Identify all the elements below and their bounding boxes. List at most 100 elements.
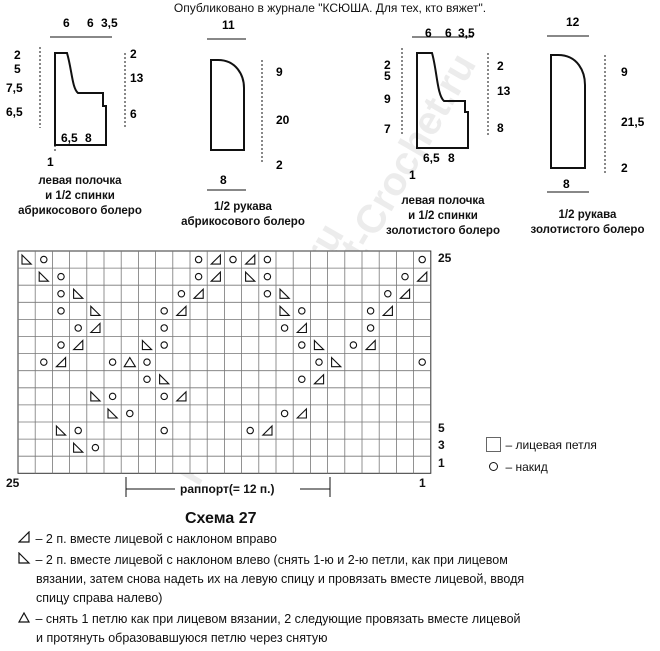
left-slant-symbol <box>141 339 153 351</box>
gold-sleeve-top-width: 12 <box>566 15 580 29</box>
right-slant-symbol <box>295 407 307 419</box>
legend-line: и протянуть образовавшуюся петлю через с… <box>36 631 328 645</box>
legend-line: вязании, затем снова надеть их на левую … <box>36 572 525 586</box>
gold-sleeve-pattern <box>547 35 606 193</box>
yarn-over-symbol <box>401 272 409 281</box>
caption-line: и 1/2 спинки <box>408 210 478 222</box>
left-slant-symbol <box>107 407 119 419</box>
left-slant-symbol <box>245 270 257 282</box>
yarn-over-symbol <box>366 307 375 315</box>
apricot-front-pattern <box>39 36 126 152</box>
caption-line: абрикосового болеро <box>18 205 142 217</box>
repeat-label: раппорт(= 12 п.) <box>180 482 275 496</box>
gold-front-top-width-1: 6 <box>425 26 432 40</box>
right-slant-symbol <box>381 304 393 316</box>
caption-line: золотистого болеро <box>530 224 645 236</box>
apricot-sleeve-caption: 1/2 рукава абрикосового болеро <box>168 200 318 230</box>
right-slant-symbol <box>209 270 221 282</box>
yarn-over-symbol <box>57 272 65 281</box>
left-slant-symbol <box>73 441 85 453</box>
right-slant-symbol <box>55 356 67 368</box>
yarn-over-symbol <box>40 255 48 264</box>
circle-icon <box>489 462 498 472</box>
publication-note: Опубликовано в журнале "КСЮША. Для тех, … <box>173 1 487 15</box>
apricot-front-bottom-dim-1: 6,5 <box>61 131 78 145</box>
apricot-sleeve-outline <box>210 59 245 151</box>
yarn-over-symbol <box>246 426 254 435</box>
gold-front-left-dim-2: 5 <box>384 69 391 83</box>
chart-bottom-left-label: 25 <box>6 476 20 490</box>
left-slant-symbol <box>313 339 325 351</box>
yarn-over-symbol <box>91 443 100 452</box>
chart-row-label-1: 1 <box>438 456 445 470</box>
left-slant-symbol <box>55 424 67 436</box>
yarn-over-symbol <box>298 341 306 349</box>
yarn-over-symbol <box>143 375 151 383</box>
right-slant-symbol <box>192 287 204 299</box>
yarn-over-symbol <box>108 392 117 401</box>
apricot-sleeve-pattern <box>207 38 263 191</box>
caption-line: и 1/2 спинки <box>45 190 115 202</box>
caption-line: 1/2 рукава <box>214 201 272 213</box>
right-slant-icon <box>18 531 30 543</box>
right-slant-symbol <box>175 390 187 402</box>
left-slant-symbol <box>331 356 343 368</box>
gold-front-top-width-2: 6 <box>445 26 452 40</box>
yarn-over-symbol <box>366 324 375 332</box>
yarn-over-symbol <box>160 426 168 435</box>
legend-line: спицу справа налево) <box>36 591 163 605</box>
gold-front-bottom-left: 1 <box>409 168 416 182</box>
caption-line: левая полочка <box>38 175 122 187</box>
yarn-over-symbol <box>108 358 117 366</box>
left-slant-symbol <box>279 304 291 316</box>
yarn-over-symbol <box>263 255 272 264</box>
right-slant-symbol <box>209 253 221 265</box>
gold-sleeve-outline <box>550 54 586 169</box>
chart-row-label-3: 3 <box>438 438 445 452</box>
left-slant-symbol <box>90 390 102 402</box>
schema-title: Схема 27 <box>185 510 257 527</box>
yarn-over-symbol <box>384 289 392 298</box>
caption-line: левая полочка <box>401 195 485 207</box>
triangle-symbol <box>123 356 137 368</box>
apricot-front-bottom-left: 1 <box>47 155 54 169</box>
yarn-over-symbol <box>194 255 203 264</box>
left-slant-symbol <box>38 270 50 282</box>
yarn-over-symbol <box>160 307 168 315</box>
right-slant-symbol <box>416 270 428 282</box>
yarn-over-symbol <box>418 358 426 366</box>
apricot-front-top-width-1: 6 <box>63 16 70 30</box>
box-icon <box>486 437 501 453</box>
caption-line: 1/2 рукава <box>558 209 617 221</box>
yarn-over-symbol <box>349 341 358 349</box>
apricot-front-right-dim-2: 13 <box>130 71 144 85</box>
gold-front-left-dim-1: 2 <box>384 58 391 72</box>
apricot-front-bottom-dim-2: 8 <box>85 131 92 145</box>
yarn-over-symbol <box>57 307 65 315</box>
chart-row-label-25: 25 <box>438 251 452 265</box>
legend-yarn-over: – накид <box>486 458 548 476</box>
legend-right-slant: – 2 п. вместе лицевой с наклоном вправо <box>18 530 277 549</box>
yarn-over-symbol <box>263 272 272 281</box>
right-slant-symbol <box>89 322 101 334</box>
apricot-sleeve-right-dim-3: 2 <box>276 158 283 172</box>
chart-bottom-right-label: 1 <box>419 476 426 490</box>
right-slant-symbol <box>261 424 273 436</box>
gold-front-outline <box>416 52 469 149</box>
yarn-over-symbol <box>194 272 203 281</box>
yarn-over-symbol <box>40 358 48 366</box>
gold-sleeve-right-dim-3: 2 <box>621 161 628 175</box>
yarn-over-symbol <box>418 255 426 264</box>
gold-sleeve-right-dim-2: 21,5 <box>621 115 645 129</box>
apricot-front-left-dim-3: 7,5 <box>6 81 23 95</box>
apricot-sleeve-bottom-width: 8 <box>220 173 227 187</box>
yarn-over-symbol <box>74 426 82 435</box>
yarn-over-symbol <box>315 358 323 366</box>
caption-line: золотистого болеро <box>386 225 500 237</box>
stitch-chart <box>17 250 432 474</box>
apricot-sleeve-top-width: 11 <box>222 18 235 32</box>
left-slant-symbol <box>73 287 85 299</box>
gold-front-left-dim-4: 7 <box>384 122 391 136</box>
right-slant-symbol <box>295 322 307 334</box>
